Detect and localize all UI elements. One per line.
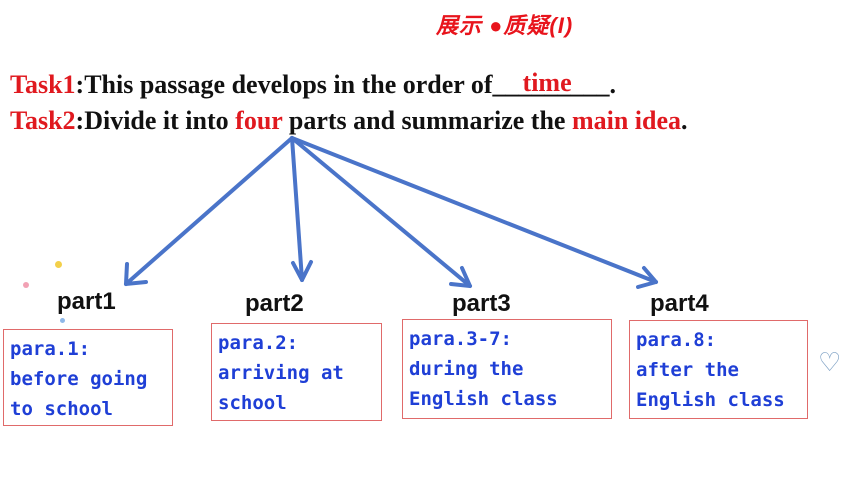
arrow-to-part2 — [290, 136, 304, 282]
part2-line1: para.2: — [218, 332, 299, 354]
task1-answer: time — [522, 68, 572, 97]
task2-line: Task2:Divide it into four parts and summ… — [10, 106, 688, 136]
heart-icon: ♡ — [818, 348, 842, 378]
part2-box: para.2: arriving at school — [211, 323, 382, 421]
part3-line1: para.3-7: — [409, 328, 512, 350]
part3-box: para.3-7: during the English class — [402, 319, 612, 419]
task1-blank-underline: _________ — [492, 70, 610, 99]
part4-label: part4 — [650, 290, 709, 317]
part4-line2: after the — [636, 359, 739, 381]
task2-highlight-four: four — [235, 106, 283, 135]
part2-label: part2 — [245, 290, 304, 317]
part4-line1: para.8: — [636, 329, 717, 351]
arrow-to-part1 — [124, 136, 294, 286]
arrowhead-part2 — [291, 260, 313, 282]
task2-text-a: :Divide it into — [75, 106, 236, 135]
task2-label: Task2 — [10, 106, 76, 135]
part2-line2: arriving at — [218, 362, 344, 384]
part3-label: part3 — [452, 290, 511, 317]
part3-line3: English class — [409, 388, 558, 410]
arrowhead-part4 — [636, 266, 658, 289]
part1-line1: para.1: — [10, 338, 91, 360]
arrowhead-part3 — [449, 266, 472, 288]
arrow-to-part3 — [290, 136, 472, 288]
task1-blank: _________time — [492, 68, 610, 100]
arrow-to-part4 — [290, 136, 658, 284]
task1-line: Task1:This passage develops in the order… — [10, 68, 617, 100]
part2-line3: school — [218, 392, 287, 414]
part1-label: part1 — [57, 288, 116, 315]
decor-dot-yellow — [55, 261, 62, 268]
task2-highlight-main-idea: main idea — [571, 106, 682, 135]
task2-text-b: parts and summarize the — [282, 106, 572, 135]
slide-header-title: 展示 ●质疑(I) — [436, 13, 574, 38]
task1-label: Task1 — [10, 70, 76, 99]
part1-box: para.1: before going to school — [3, 329, 173, 426]
task1-end: . — [609, 70, 617, 99]
task2-end: . — [681, 106, 688, 135]
part3-line2: during the — [409, 358, 524, 380]
task1-text: :This passage develops in the order of — [75, 70, 493, 99]
part1-line3: to school — [10, 398, 113, 420]
decor-dot-blue — [60, 318, 65, 323]
decor-dot-pink — [23, 282, 29, 288]
arrowhead-part1 — [124, 262, 148, 286]
part4-line3: English class — [636, 389, 785, 411]
part1-line2: before going — [10, 368, 148, 390]
part4-box: para.8: after the English class — [629, 320, 808, 419]
